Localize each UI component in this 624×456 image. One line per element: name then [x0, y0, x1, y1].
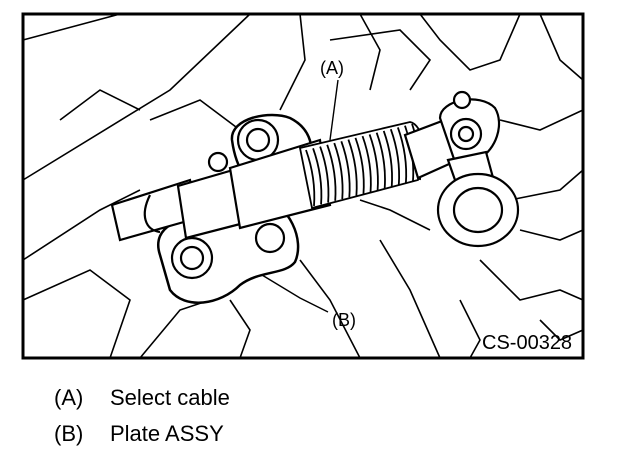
- legend-key-b: (B): [54, 421, 84, 446]
- bellows-ridge: [354, 137, 365, 194]
- legend-item-a: (A) Select cable: [54, 382, 230, 418]
- bellows-ridge: [397, 127, 408, 184]
- callout-b: (B): [332, 310, 356, 330]
- bellows-ridge: [312, 147, 323, 205]
- leader-lines: [261, 79, 339, 313]
- bellows-ridge: [382, 130, 393, 187]
- bellows-ridge: [368, 134, 379, 191]
- bellows-ridge: [333, 142, 344, 200]
- bellows-ridge: [347, 139, 358, 196]
- legend-text-b: Plate ASSY: [110, 421, 224, 446]
- callout-a: (A): [320, 58, 344, 78]
- background-body-lines: [22, 13, 584, 359]
- bellows-ridge: [361, 135, 372, 193]
- bolt-heads: [170, 118, 286, 280]
- legend: (A) Select cable (B) Plate ASSY: [54, 382, 230, 454]
- bellows-ridge: [305, 149, 316, 207]
- bellows-ridge: [340, 141, 351, 198]
- figure-code: CS-00328: [482, 332, 572, 354]
- bellows-ridge: [319, 146, 330, 203]
- legend-item-b: (B) Plate ASSY: [54, 418, 230, 454]
- bellows-ridge: [389, 128, 401, 186]
- legend-key-a: (A): [54, 385, 84, 410]
- bellows-ridge: [326, 144, 337, 201]
- bellows-ridge: [375, 132, 386, 189]
- cable-end-lever: [403, 90, 520, 248]
- legend-text-a: Select cable: [110, 385, 230, 410]
